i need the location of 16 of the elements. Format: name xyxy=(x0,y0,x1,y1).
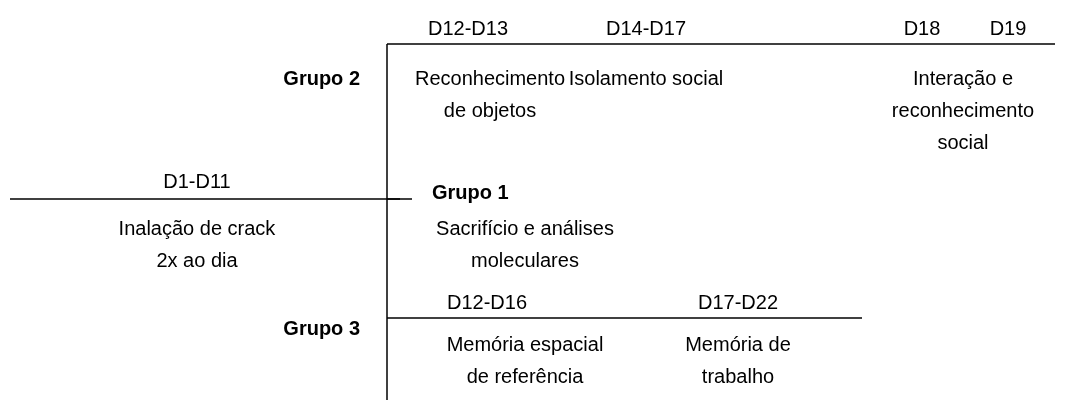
day-range-label: D19 xyxy=(988,16,1028,41)
stage-label: Reconhecimento de objetos xyxy=(413,66,567,123)
day-range-label: D12-D16 xyxy=(445,290,528,315)
stage-label: Interação e reconhecimento social xyxy=(890,66,1036,155)
day-range-label: D12-D13 xyxy=(426,16,509,41)
group-label: Grupo 3 xyxy=(282,316,360,341)
day-range-label: D14-D17 xyxy=(604,16,687,41)
day-range-label: D17-D22 xyxy=(696,290,779,315)
stage-label: Memória espacial de referência xyxy=(445,332,605,389)
stage-label: Inalação de crack 2x ao dia xyxy=(117,216,277,273)
day-range-label: D18 xyxy=(902,16,942,41)
group-label: Grupo 1 xyxy=(432,180,510,205)
stage-label: Memória de trabalho xyxy=(684,332,792,389)
day-range-label: D1-D11 xyxy=(162,169,232,194)
group-label: Grupo 2 xyxy=(282,66,360,91)
stage-label: Sacrifício e análises moleculares xyxy=(435,216,615,273)
